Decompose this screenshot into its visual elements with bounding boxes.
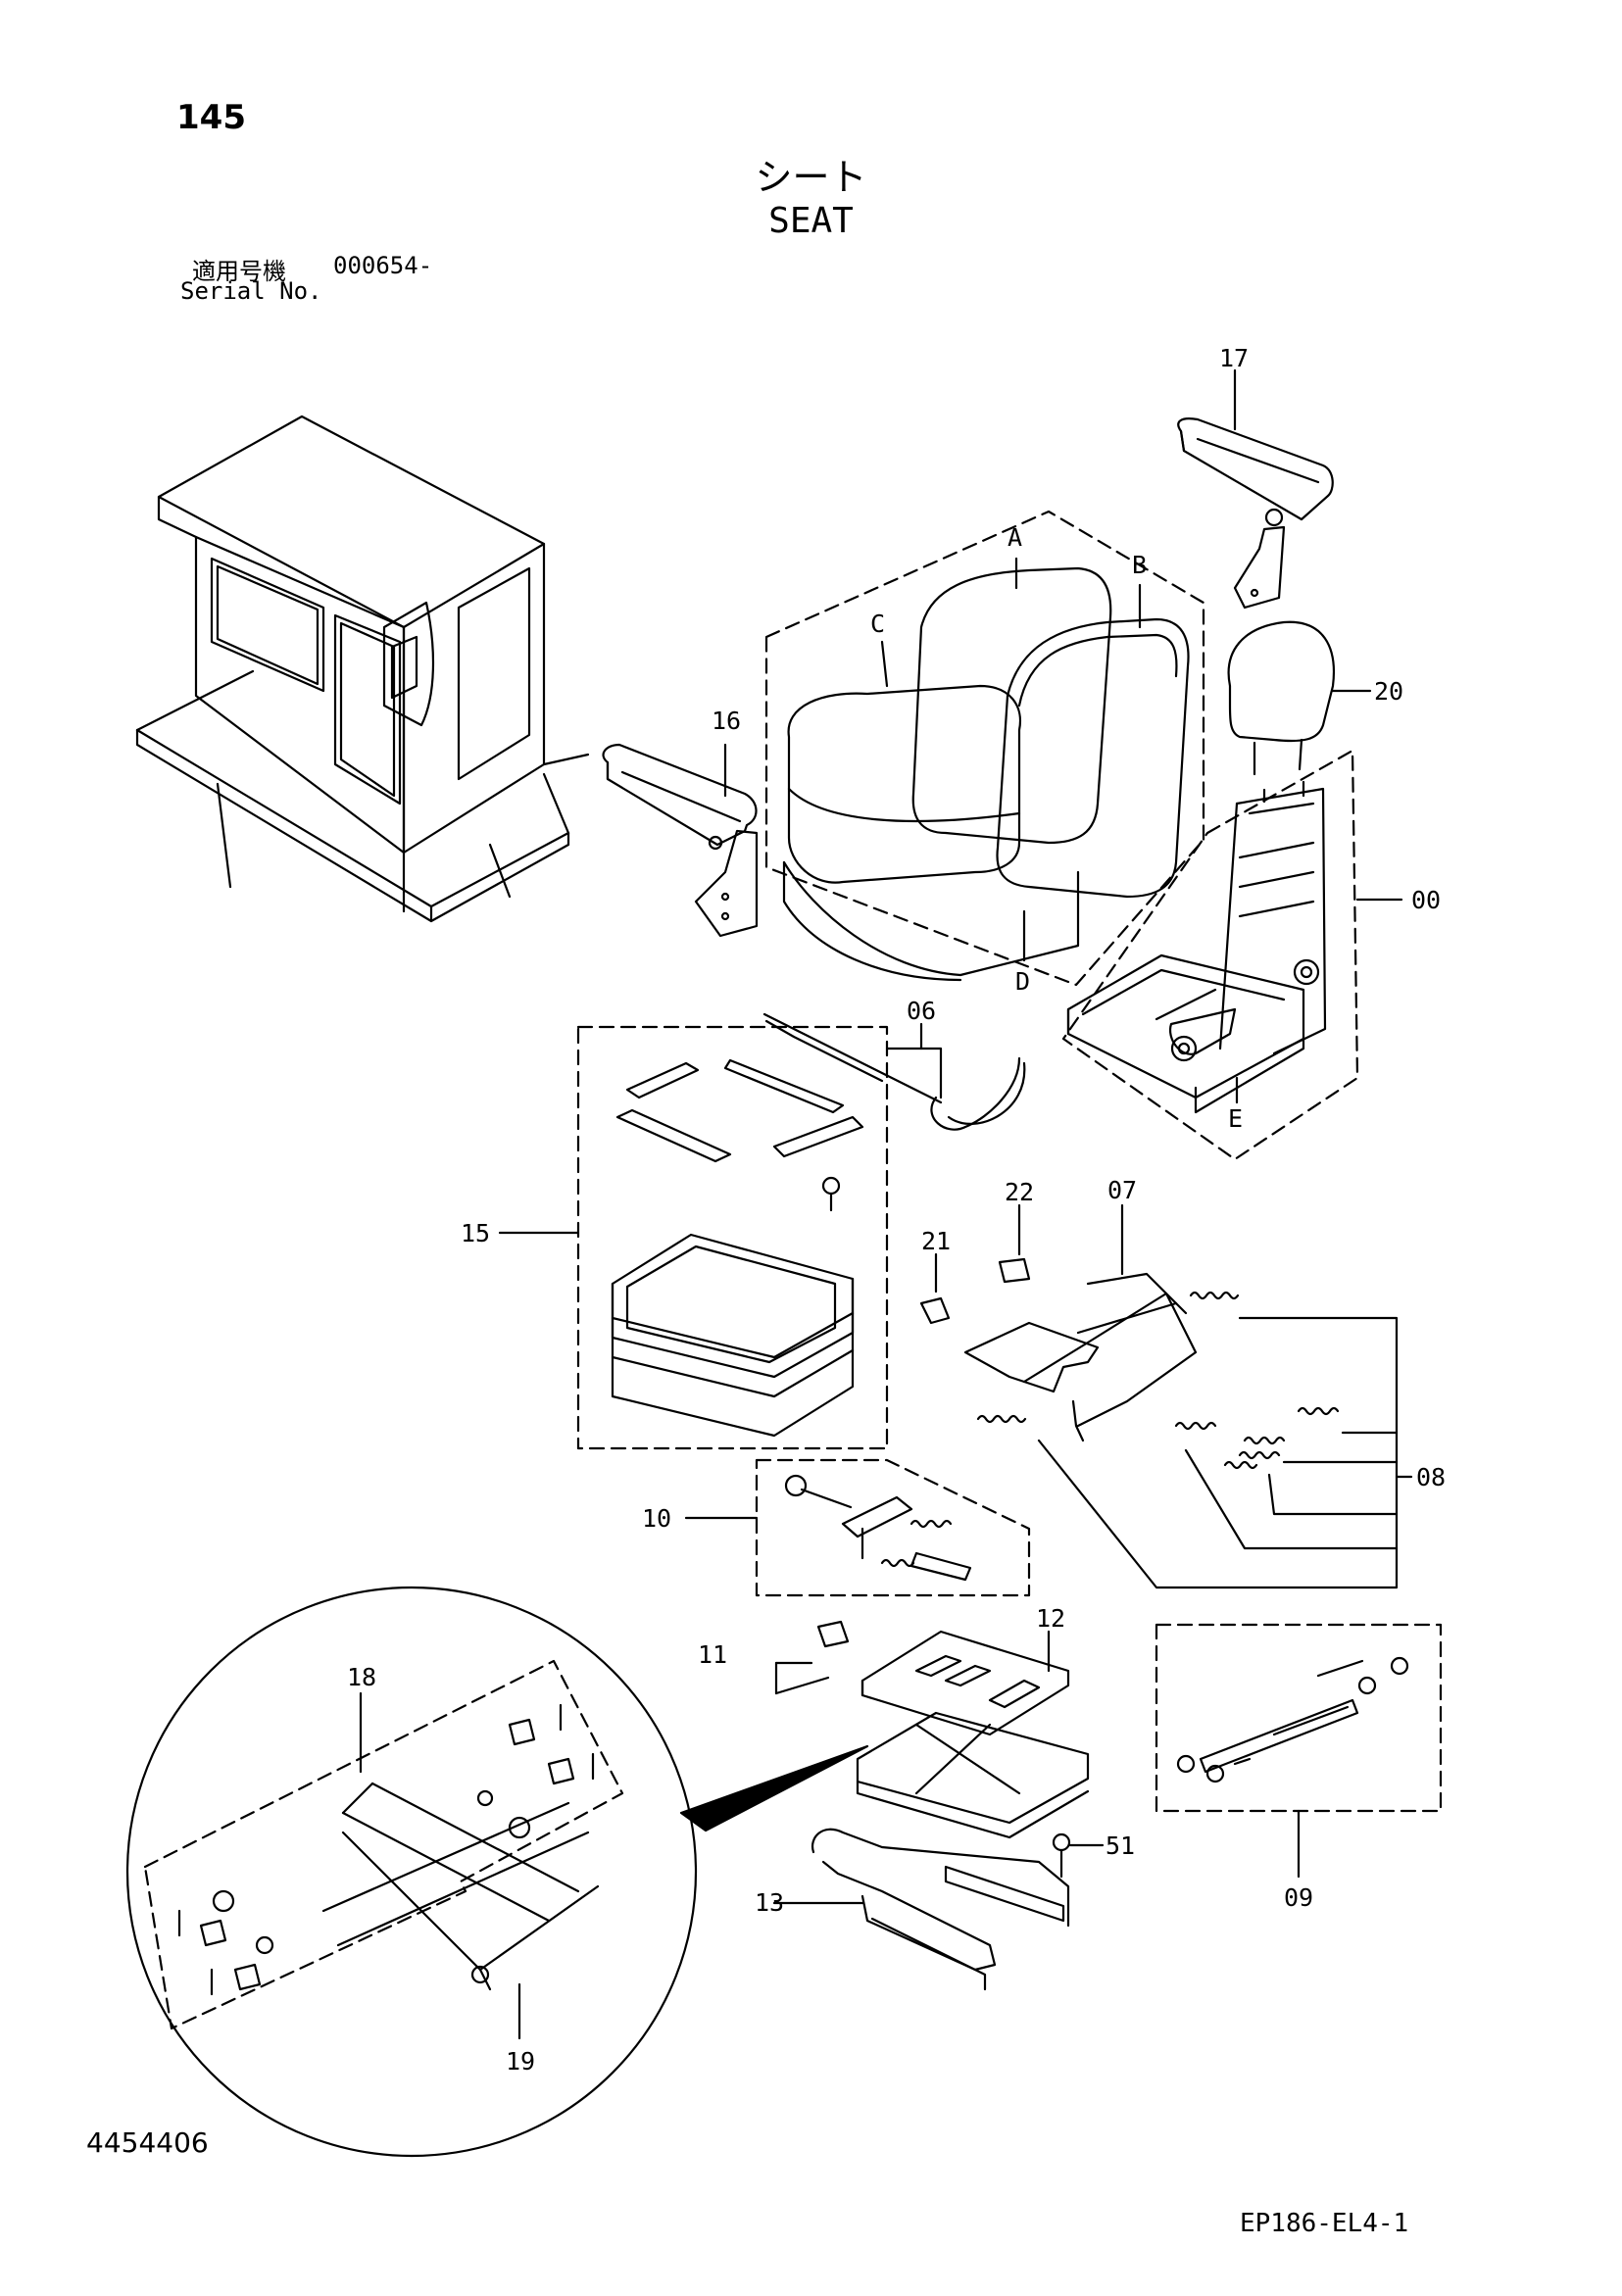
spring-group-08	[976, 1291, 1413, 1589]
slide-rail-group-15	[498, 1025, 889, 1450]
headrest-20	[1227, 620, 1372, 776]
figure-code: EP186-EL4-1	[1240, 2209, 1409, 2238]
seat-frame-group-00	[1061, 749, 1403, 1161]
callout-c: C	[870, 610, 885, 638]
suspension-bracket-07	[919, 1203, 1198, 1442]
lever-06	[762, 1012, 1026, 1131]
detail-magnified-view	[125, 1586, 698, 2158]
serial-label-english: Serial No.	[180, 277, 322, 305]
suspension-unit-12	[679, 1620, 1090, 1839]
page-title-japanese: シート	[755, 156, 867, 199]
callout-11: 11	[698, 1640, 727, 1669]
page-title-english: SEAT	[768, 201, 854, 241]
callout-22: 22	[1005, 1178, 1034, 1206]
callout-19: 19	[506, 2047, 535, 2076]
serial-label-japanese: 適用号機	[192, 258, 286, 285]
callout-08: 08	[1416, 1463, 1446, 1491]
seat-cushion-group	[764, 510, 1205, 987]
callout-a: A	[1008, 523, 1022, 552]
callout-16: 16	[712, 707, 741, 735]
callout-12: 12	[1036, 1604, 1065, 1633]
document-number: 4454406	[86, 2126, 209, 2159]
callout-06: 06	[907, 997, 936, 1025]
cab-context-illustration	[135, 415, 590, 923]
callout-20: 20	[1374, 677, 1403, 706]
callout-18: 18	[347, 1663, 376, 1691]
callout-09: 09	[1284, 1883, 1313, 1912]
callout-labels: 00 06 07 08 09 10 11 12 13 15 16 17 18 1…	[347, 344, 1446, 2076]
adjuster-group-10	[684, 1458, 1031, 1597]
page-number: 145	[176, 98, 246, 137]
callout-e: E	[1228, 1104, 1243, 1133]
armrest-left-16	[602, 743, 759, 938]
callout-b: B	[1132, 551, 1147, 579]
callout-10: 10	[642, 1504, 671, 1533]
callout-17: 17	[1219, 344, 1249, 372]
callout-07: 07	[1107, 1176, 1137, 1204]
callout-13: 13	[755, 1888, 784, 1917]
fore-aft-handle-13	[772, 1828, 1105, 1991]
armrest-right-17	[1177, 368, 1334, 610]
callout-00: 00	[1411, 886, 1441, 914]
serial-number-value: 000654-	[333, 252, 433, 279]
callout-d: D	[1015, 967, 1030, 996]
callout-15: 15	[461, 1219, 490, 1247]
callout-21: 21	[921, 1227, 951, 1255]
damper-group-09	[1155, 1623, 1443, 1879]
callout-51: 51	[1106, 1832, 1135, 1860]
